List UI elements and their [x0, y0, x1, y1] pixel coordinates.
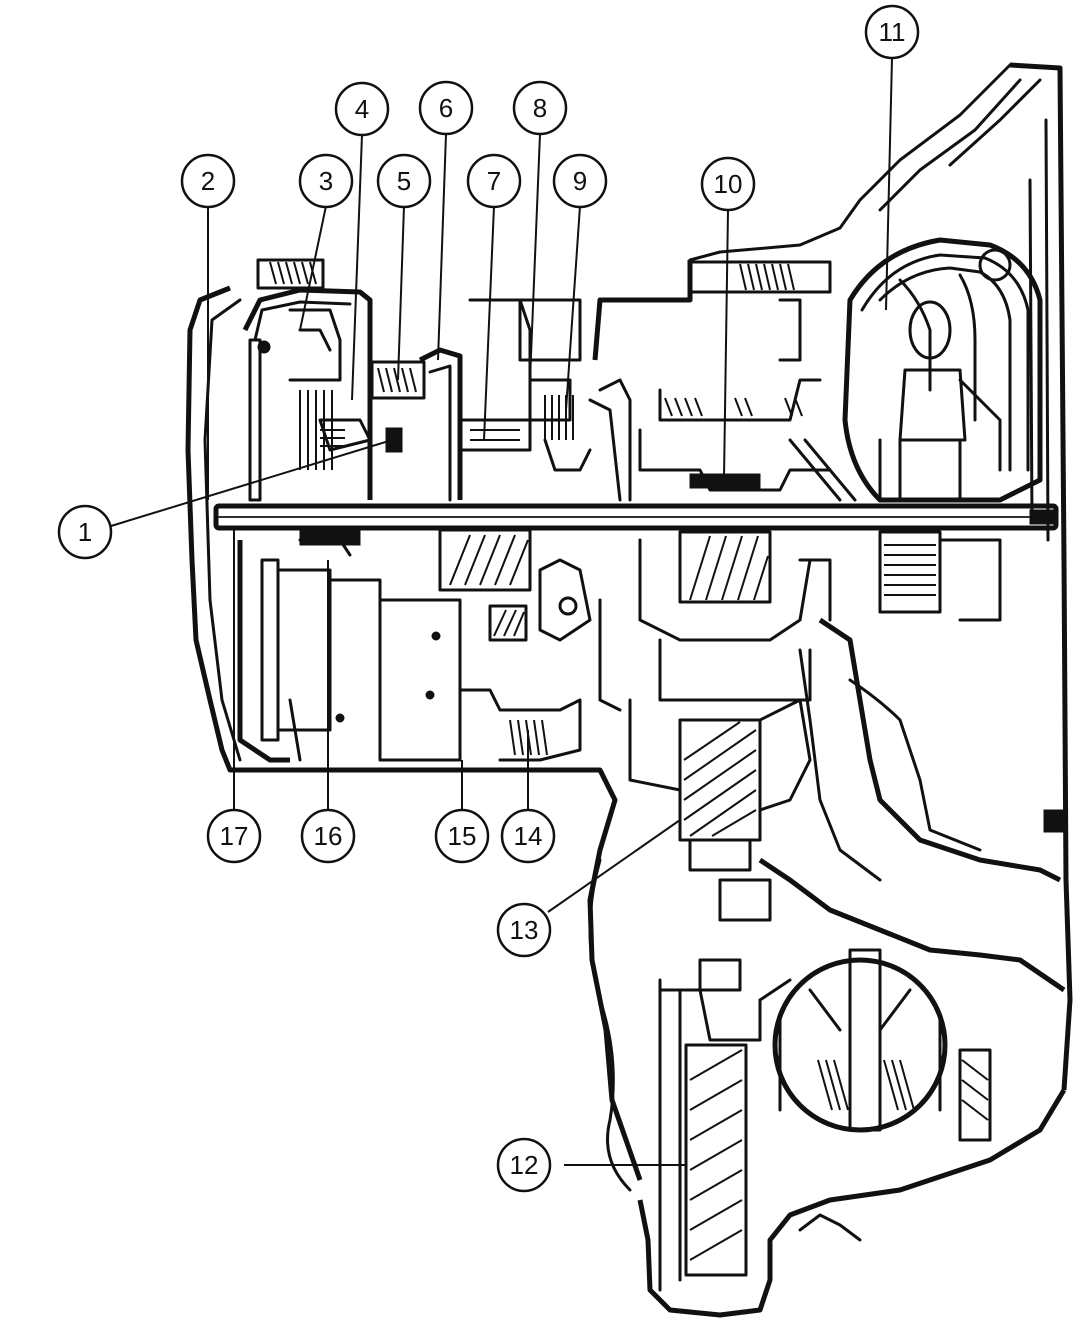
callout-2-label: 2 [201, 166, 215, 196]
callout-13-label: 13 [510, 915, 539, 945]
callout-5-label: 5 [397, 166, 411, 196]
callout-17-label: 17 [220, 821, 249, 851]
callout-11-label: 11 [879, 17, 906, 47]
main-shaft [213, 503, 1059, 531]
callout-8: 8 [512, 80, 568, 136]
callout-14: 14 [500, 808, 556, 864]
leader-lines [110, 57, 893, 1166]
callout-12-label: 12 [510, 1150, 539, 1180]
upper-housing [592, 260, 857, 502]
transaxle-case [185, 62, 1073, 1318]
callout-9: 9 [552, 153, 608, 209]
callout-7-label: 7 [487, 166, 501, 196]
callout-13: 13 [496, 902, 552, 958]
callout-6: 6 [418, 80, 474, 136]
lower-left-block [237, 530, 462, 763]
lower-gearset [438, 528, 1002, 762]
callout-10: 10 [700, 156, 756, 212]
callout-16: 16 [300, 808, 356, 864]
callout-4: 4 [334, 81, 390, 137]
callout-9-label: 9 [573, 166, 587, 196]
callout-17: 17 [206, 808, 262, 864]
callout-3: 3 [298, 153, 354, 209]
transfer-drive-gear [628, 698, 812, 922]
callout-4-label: 4 [355, 94, 369, 124]
torque-converter [842, 237, 1043, 503]
callout-15-label: 15 [448, 821, 477, 851]
callout-2: 2 [180, 153, 236, 209]
callout-15: 15 [434, 808, 490, 864]
callout-16-label: 16 [314, 821, 343, 851]
callout-11: 11 [864, 4, 920, 60]
callout-12: 12 [496, 1137, 552, 1193]
differential [658, 948, 992, 1277]
callout-1: 1 [57, 504, 113, 560]
callout-3-label: 3 [319, 166, 333, 196]
callout-6-label: 6 [439, 93, 453, 123]
callout-10-label: 10 [714, 169, 743, 199]
callout-5: 5 [376, 153, 432, 209]
callout-1-label: 1 [78, 517, 92, 547]
clutch-assemblies [242, 258, 632, 502]
callout-8-label: 8 [533, 93, 547, 123]
callout-7: 7 [466, 153, 522, 209]
callout-14-label: 14 [514, 821, 543, 851]
